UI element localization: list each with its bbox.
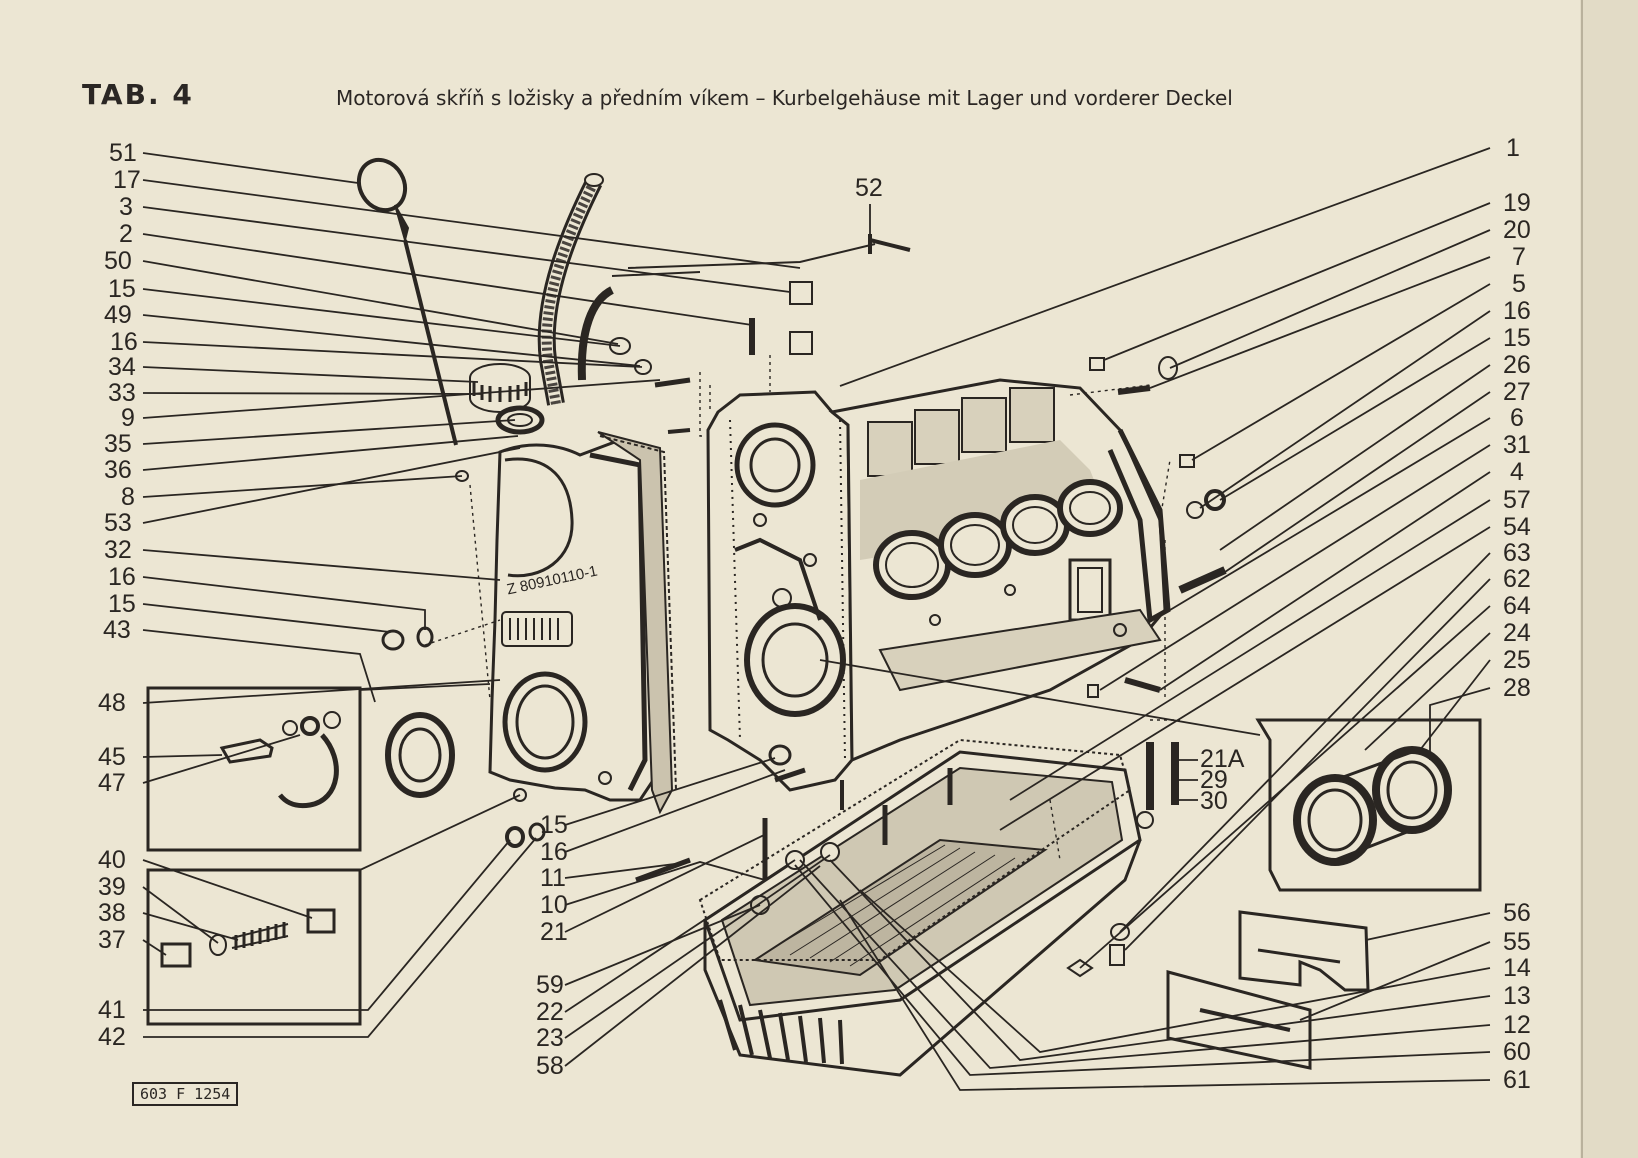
callout-right-19: 19 (1503, 189, 1531, 217)
callout-right-7: 7 (1512, 243, 1526, 271)
callout-left-53: 53 (104, 509, 132, 537)
callout-bottom-21: 21 (540, 918, 568, 946)
callout-bottom-15: 15 (540, 811, 568, 839)
tab-label: TAB. 4 (82, 78, 194, 111)
callout-left-49: 49 (104, 301, 132, 329)
callout-left-40: 40 (98, 846, 126, 874)
callout-bottom-11: 11 (540, 864, 566, 892)
callout-bottom-22: 22 (536, 998, 564, 1026)
callout-right-25: 25 (1503, 646, 1531, 674)
oil-pan (703, 750, 1154, 1077)
callout-right-15: 15 (1503, 324, 1531, 352)
callout-left-36: 36 (104, 456, 132, 484)
callout-left-45: 45 (98, 743, 126, 771)
callout-right-4: 4 (1510, 458, 1524, 486)
callout-right-60: 60 (1503, 1038, 1531, 1066)
callout-left-3: 3 (119, 193, 133, 221)
callout-bottom-10: 10 (540, 891, 568, 919)
callout-left-39: 39 (98, 873, 126, 901)
callout-left-43: 43 (103, 616, 131, 644)
callout-left-32: 32 (104, 536, 132, 564)
callout-left-2: 2 (119, 220, 133, 248)
callout-right-24: 24 (1503, 619, 1531, 647)
crankcase-front-plate (706, 390, 854, 792)
callout-left-50: 50 (104, 247, 132, 275)
callout-left-48: 48 (98, 689, 126, 717)
oil-filler-cap (469, 363, 545, 435)
callout-right-12: 12 (1503, 1011, 1531, 1039)
callout-right-61: 61 (1503, 1066, 1531, 1094)
page-title: Motorová skříň s ložisky a předním víkem… (336, 86, 1233, 110)
callout-left-17: 17 (113, 166, 141, 194)
callout-right-56: 56 (1503, 899, 1531, 927)
callout-left-16: 16 (110, 328, 138, 356)
front-cover (488, 438, 662, 802)
callout-right-28: 28 (1503, 674, 1531, 702)
callout-left-16b: 16 (108, 563, 136, 591)
callout-right-54: 54 (1503, 513, 1531, 541)
callout-mid-30: 30 (1200, 787, 1228, 815)
callout-left-34: 34 (108, 353, 136, 381)
callout-right-64: 64 (1503, 592, 1531, 620)
callout-right-27: 27 (1503, 378, 1531, 406)
assembly-dashed-lines (424, 355, 1180, 861)
cylinder-block (828, 378, 1171, 763)
callout-right-6: 6 (1510, 404, 1524, 432)
callout-left-15b: 15 (108, 590, 136, 618)
callout-left-35: 35 (104, 430, 132, 458)
callout-bottom-59: 59 (536, 971, 564, 999)
callout-right-57: 57 (1503, 486, 1531, 514)
callout-left-8: 8 (121, 483, 135, 511)
callout-bottom-58: 58 (536, 1052, 564, 1080)
main-bearing-shells (1255, 718, 1482, 892)
callout-left-51: 51 (109, 139, 137, 167)
callout-bottom-23: 23 (536, 1024, 564, 1052)
callout-left-33: 33 (108, 379, 136, 407)
leader-lines (142, 147, 1491, 1091)
callout-right-1: 1 (1506, 134, 1520, 162)
callout-left-38: 38 (98, 899, 126, 927)
callout-right-14: 14 (1503, 954, 1531, 982)
callout-left-15: 15 (108, 275, 136, 303)
callout-left-37: 37 (98, 926, 126, 954)
callout-left-47: 47 (98, 769, 126, 797)
front-cover-gasket (597, 431, 677, 815)
callout-mid-29: 29 (1200, 766, 1228, 794)
callout-right-55: 55 (1503, 928, 1531, 956)
callout-top-52: 52 (855, 174, 883, 202)
drawing-number: 603 F 1254 (132, 1082, 239, 1106)
callout-right-13: 13 (1503, 982, 1531, 1010)
callout-right-63: 63 (1503, 539, 1531, 567)
callout-right-5: 5 (1512, 270, 1526, 298)
callout-right-16: 16 (1503, 297, 1531, 325)
callout-right-31: 31 (1503, 431, 1531, 459)
callout-right-20: 20 (1503, 216, 1531, 244)
callout-bottom-16: 16 (540, 838, 568, 866)
oil-seal (385, 712, 455, 798)
callout-left-41: 41 (98, 996, 126, 1024)
callout-mid-21a: 21A (1200, 745, 1245, 773)
callout-left-9: 9 (121, 404, 135, 432)
callout-right-26: 26 (1503, 351, 1531, 379)
callout-right-62: 62 (1503, 565, 1531, 593)
callout-left-42: 42 (98, 1023, 126, 1051)
